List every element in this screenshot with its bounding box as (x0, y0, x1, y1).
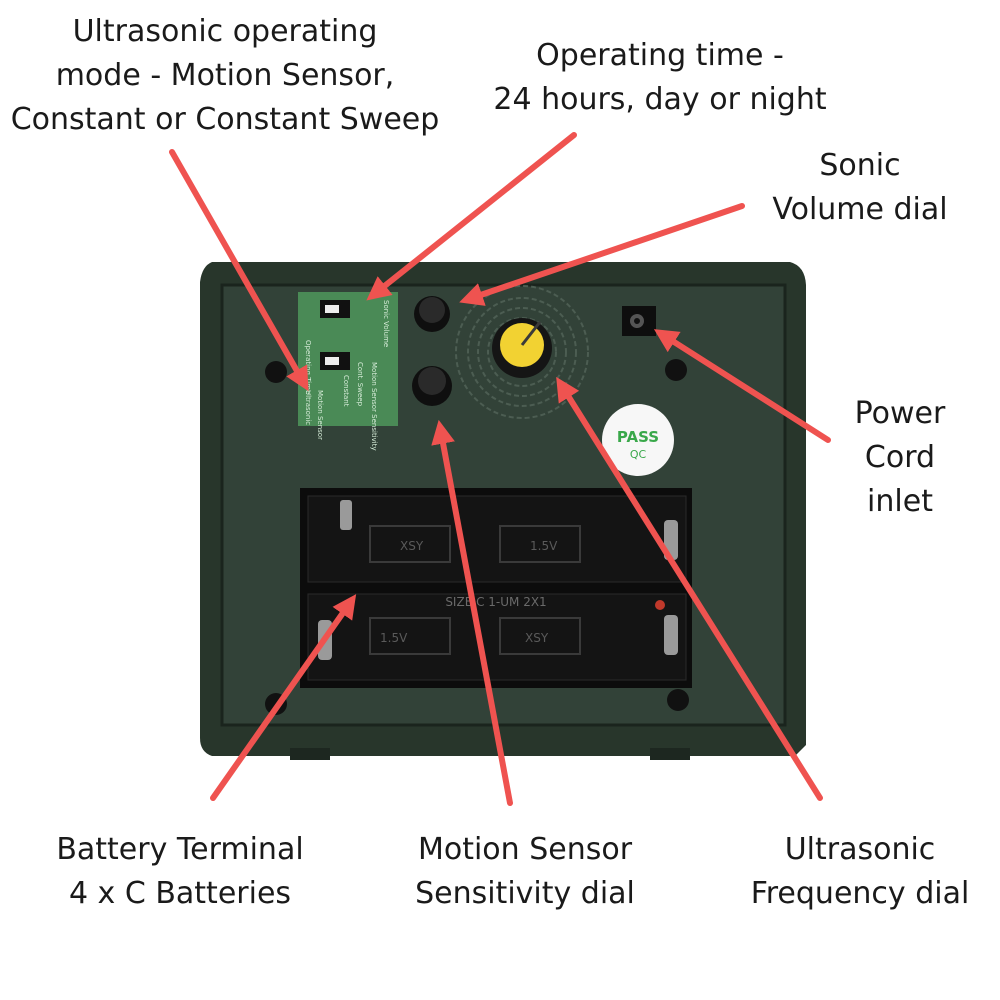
qc-pass-text: PASS (617, 428, 659, 446)
cell-mark-3: 1.5V (380, 631, 408, 645)
arrow-ultrasonic-frequency (556, 376, 823, 801)
motion-sensitivity-knob[interactable] (412, 366, 452, 406)
label-ultrasonic-mode: Ultrasonic operating mode - Motion Senso… (10, 14, 440, 137)
label-battery-terminal: Battery Terminal 4 x C Batteries (56, 832, 304, 911)
arrow-ultrasonic-mode (169, 149, 309, 392)
ultrasonic-frequency-knob[interactable] (492, 318, 552, 378)
label-power-cord: Power Cord inlet (854, 396, 946, 519)
arrow-operating-time (366, 132, 577, 301)
screw-holes (265, 359, 689, 715)
arrow-power-cord (653, 329, 831, 443)
speaker-grille (455, 285, 589, 419)
label-operating-time: Operating time - 24 hours, day or night (493, 38, 827, 117)
arrow-battery-terminal (210, 594, 357, 801)
panel-text-6: Motion Sensor Sensitivity (370, 362, 378, 451)
panel-text-7: Sonic Volume (382, 300, 390, 347)
panel-text-4: Constant (342, 375, 350, 407)
panel-text-2: Ultrasonic (304, 390, 312, 425)
power-cord-inlet[interactable] (622, 306, 656, 336)
label-ultrasonic-frequency: Ultrasonic Frequency dial (750, 832, 970, 911)
sonic-volume-knob[interactable] (414, 296, 450, 332)
battery-holder: SIZE C 1-UM 2X1 XSY 1.5V 1.5V XSY (300, 488, 692, 688)
label-sonic-volume: Sonic Volume dial (772, 148, 948, 227)
panel-text-3: Motion Sensor (316, 390, 324, 440)
cell-mark-2: 1.5V (530, 539, 558, 553)
panel-text-5: Cont. Sweep (356, 362, 364, 407)
qc-pass-sticker: PASS QC (602, 404, 674, 476)
cell-mark-1: XSY (400, 539, 424, 553)
battery-contact-top-left (340, 500, 352, 530)
arrow-sonic-volume (459, 203, 745, 306)
label-motion-sensitivity: Motion Sensor Sensitivity dial (415, 832, 635, 911)
qc-text: QC (630, 448, 647, 461)
battery-size-text: SIZE C 1-UM 2X1 (445, 595, 546, 609)
cell-mark-4: XSY (525, 631, 549, 645)
arrow-motion-sensitivity (431, 419, 513, 806)
battery-spring-right-bottom (664, 615, 678, 655)
